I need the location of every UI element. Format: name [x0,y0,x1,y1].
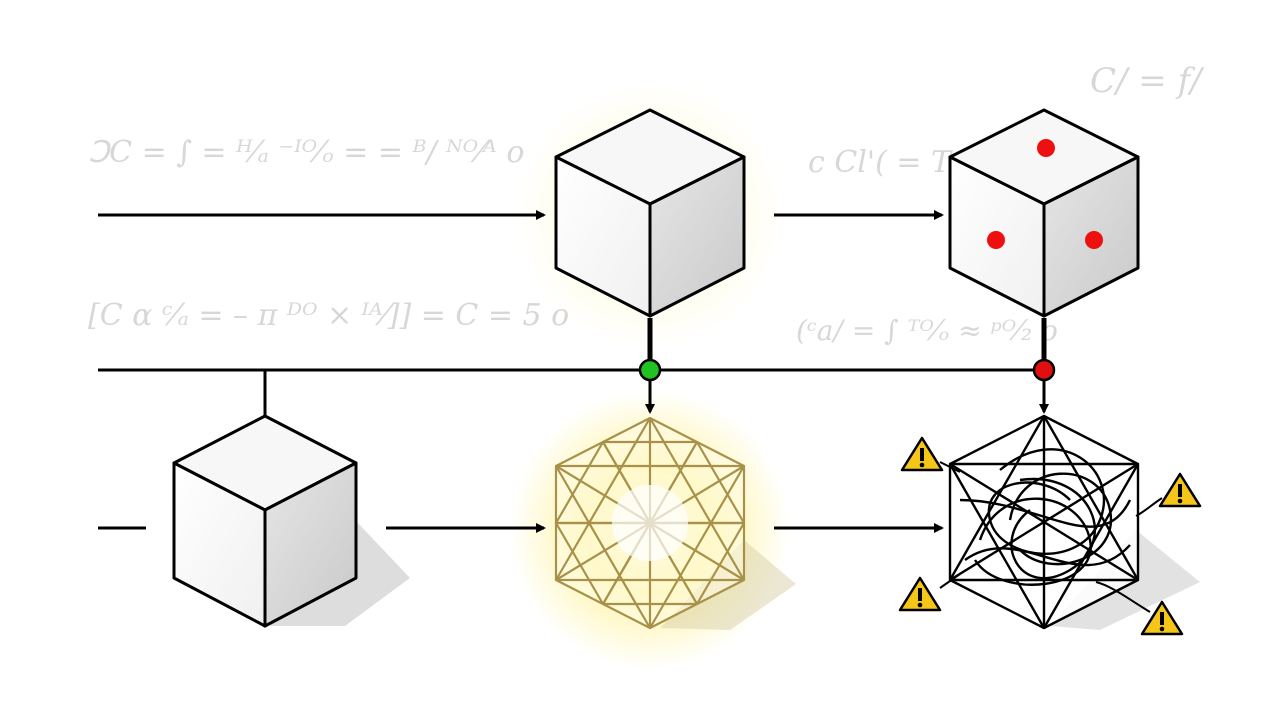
cube-bottom-left [172,414,358,628]
warning-leaders [939,461,1163,613]
warning-exclamation-dot [919,462,925,468]
warning-triangle-icon [898,576,942,612]
warning-exclamation-bar [1160,612,1164,625]
warning-exclamation-bar [918,588,922,601]
tangled-loop [973,497,1092,586]
leader-bottom-right [1095,581,1151,613]
tangled-crystal [948,414,1140,630]
crystal-inner-hex [554,440,746,606]
cube-bottom-left-right-face [263,461,358,628]
tangled-line [948,463,1046,629]
warning-exclamation-bar [920,448,924,461]
tangled-loop [987,448,1106,555]
warning-exclamation-dot [1177,498,1183,504]
warning-exclamation-bar [1178,484,1182,497]
warning-icons [898,436,1202,636]
vertical-connectors [647,318,1047,360]
crystal-line [649,417,745,581]
cube-top-middle-right-face [648,155,746,318]
formula-2: [C α ᶜ⁄ₐ = – π ᴰᴼ ⨯ ᴵᴬ⁄]] = C = 5 o [88,298,569,333]
tangled-loop [964,544,1131,567]
crystal-line [555,465,651,629]
cube-top-middle [554,108,746,318]
tangled-line [948,415,1046,581]
tangled-loop [1010,477,1097,580]
cube-top-right [948,108,1140,318]
formula-4: c Cl'( = T [808,145,953,180]
leader-top-left [939,461,961,473]
tangled-loop [959,498,1132,528]
vertical-arrows [645,380,1049,414]
background-formulas: ꓛC = ∫ = ᴴ⁄ₐ ⁻ᴵᴼ⁄ₒ = = ᴮ/ ᴺᴼ⁄ᴬ o [C α ᶜ⁄… [88,61,1205,347]
formula-1: ꓛC = ∫ = ᴴ⁄ₐ ⁻ᴵᴼ⁄ₒ = = ᴮ/ ᴺᴼ⁄ᴬ o [88,135,524,170]
leader-bottom-left [939,573,961,589]
junction-ok-dot [638,358,662,382]
warning-exclamation-dot [917,602,923,608]
defect-dot-left [987,231,1005,249]
warning-exclamation-dot [1159,626,1165,632]
warning-triangle-icon [1140,600,1184,636]
formula-5: (ᶜa/ = ∫ ᵀᴼ⁄ₒ ≈ ᵖᴼ⁄₂ o [796,314,1058,347]
warning-triangle-icon [1158,472,1202,508]
connector-lines [98,210,1044,533]
junction-error-dot [1032,358,1056,382]
warning-triangle-icon [900,436,944,472]
formula-3: C/ = f/ [1090,61,1205,101]
crystal-line [649,465,745,629]
tangled-loop [1008,472,1113,566]
defect-dot-right [1085,231,1103,249]
crystal-core-glow [612,485,688,561]
crystal-line [555,417,651,581]
leader-right [1135,497,1163,517]
defect-dot-top [1037,139,1055,157]
glowing-crystal [554,416,746,630]
